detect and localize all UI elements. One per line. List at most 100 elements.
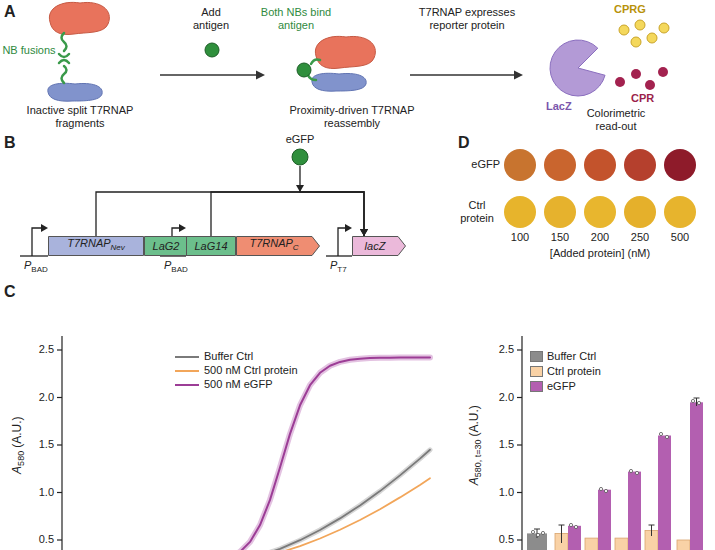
axis [517, 336, 522, 550]
gene-name: LaG2 [153, 239, 180, 253]
promoter-label-part: P [24, 259, 31, 271]
legend-swatch [530, 366, 543, 377]
annotation: Inactive split T7RNAP fragments [10, 104, 150, 130]
tick-label: 150 [545, 231, 575, 244]
molecule-label: CPR [631, 92, 654, 105]
well-row [504, 196, 696, 228]
error-bar [534, 398, 700, 543]
polygon-shape [296, 185, 304, 192]
enzyme-label: LacZ [546, 100, 572, 113]
legend-item: Buffer Ctrl [530, 350, 596, 363]
axis-label: A580, t=30 (A.U.) [467, 405, 485, 485]
svg-shape [291, 148, 309, 166]
legend-text: 500 nM eGFP [204, 378, 272, 391]
antigen-dot [205, 43, 219, 57]
connector [96, 192, 368, 236]
ligand-node: eGFP [286, 133, 315, 166]
legend-item: Buffer Ctrl [175, 350, 253, 363]
tick-label: 1.5 [490, 438, 514, 451]
legend-text: eGFP [547, 380, 576, 393]
axis-label-part: (A.U.) [467, 405, 481, 436]
polygon-shape [353, 237, 406, 256]
panel-letter: A [4, 2, 16, 21]
gene-name: lacZ [365, 239, 386, 253]
legend-line [175, 352, 199, 362]
axis-label: [Added protein] (nM) [520, 247, 680, 260]
substrate-dots [619, 20, 669, 47]
axis-label-part: A [467, 477, 481, 485]
well-row [504, 149, 696, 181]
legend-text: 500 nM Ctrl protein [204, 364, 298, 377]
gene-box: T7RNAPC [236, 236, 320, 256]
gene-name-part: T7RNAP [67, 237, 110, 249]
gene-name: T7RNAPNev [67, 236, 125, 255]
tick-label: 1.0 [490, 486, 514, 499]
annotation: Both NBs bind antigen [258, 6, 334, 32]
legend-swatch [530, 381, 543, 392]
axis-label-part: 580, t=30 [473, 439, 483, 477]
axis-label: A580(A.U.) [9, 417, 27, 474]
tick-label: 2.0 [30, 391, 54, 404]
connector-line [96, 192, 364, 236]
legend-item: Ctrl protein [530, 365, 601, 378]
gene-box: LaG14 [186, 236, 236, 256]
product-dots [615, 67, 668, 90]
tick-label: 0.5 [490, 533, 514, 546]
tick-label: 0.5 [30, 533, 54, 546]
lacz-enzyme [550, 40, 605, 96]
legend-item: eGFP [530, 380, 576, 393]
kinetic-curves [190, 358, 430, 550]
promoter-arrowhead [41, 224, 352, 232]
split-fragments [48, 2, 110, 101]
legend-line [175, 366, 199, 376]
gene-name-part: LaG2 [153, 240, 180, 252]
promoter-label-part: BAD [171, 265, 187, 274]
panel-letter: C [4, 282, 16, 301]
polygon-shape [360, 229, 368, 236]
gene-name-part: C [293, 244, 299, 253]
connector [211, 192, 368, 236]
promoter-label-part: P [164, 259, 171, 271]
gene-name: T7RNAPC [249, 236, 298, 255]
node-label: eGFP [286, 133, 315, 146]
axis [57, 336, 62, 550]
legend-swatch [530, 351, 543, 362]
annotation: Add antigen [186, 6, 236, 32]
promoter-label: PBAD [24, 258, 48, 277]
annotation: Proximity-driven T7RNAP reassembly [287, 104, 417, 130]
polygon-shape [187, 237, 236, 256]
legend-item: 500 nM eGFP [175, 378, 272, 391]
promoter-label: PBAD [164, 258, 188, 277]
gene-name-part: LaG14 [194, 240, 227, 252]
promoter-label: PT7 [330, 258, 347, 277]
replicate-dot [531, 399, 700, 536]
gene-name: LaG14 [194, 239, 227, 253]
tick-label: 1.0 [30, 486, 54, 499]
polygon-shape [237, 237, 320, 256]
row-label: eGFP [454, 158, 500, 171]
line-shape [175, 370, 199, 372]
gene-name-part: Nev [111, 244, 125, 253]
legend-item: 500 nM Ctrl protein [175, 364, 298, 377]
line-shape [175, 356, 199, 358]
annotation: T7RNAP expresses reporter protein [411, 6, 523, 32]
promoter-label-part: BAD [31, 265, 47, 274]
panel-letter: B [4, 133, 16, 152]
promoter-label-part: P [330, 259, 337, 271]
legend-text: Ctrl protein [547, 365, 601, 378]
promoter-label-part: T7 [337, 265, 346, 274]
gene-name-part: lacZ [365, 240, 386, 252]
panel-letter: D [458, 133, 470, 152]
tick-label: 250 [625, 231, 655, 244]
polygon-shape [49, 237, 144, 256]
row-label: Ctrl protein [454, 199, 500, 225]
molecule-label: CPRG [614, 3, 646, 16]
legend-text: Buffer Ctrl [204, 350, 253, 363]
gene-box: lacZ [352, 236, 406, 256]
connector-line [300, 166, 364, 236]
tick-label: 100 [505, 231, 535, 244]
bar [527, 402, 703, 550]
